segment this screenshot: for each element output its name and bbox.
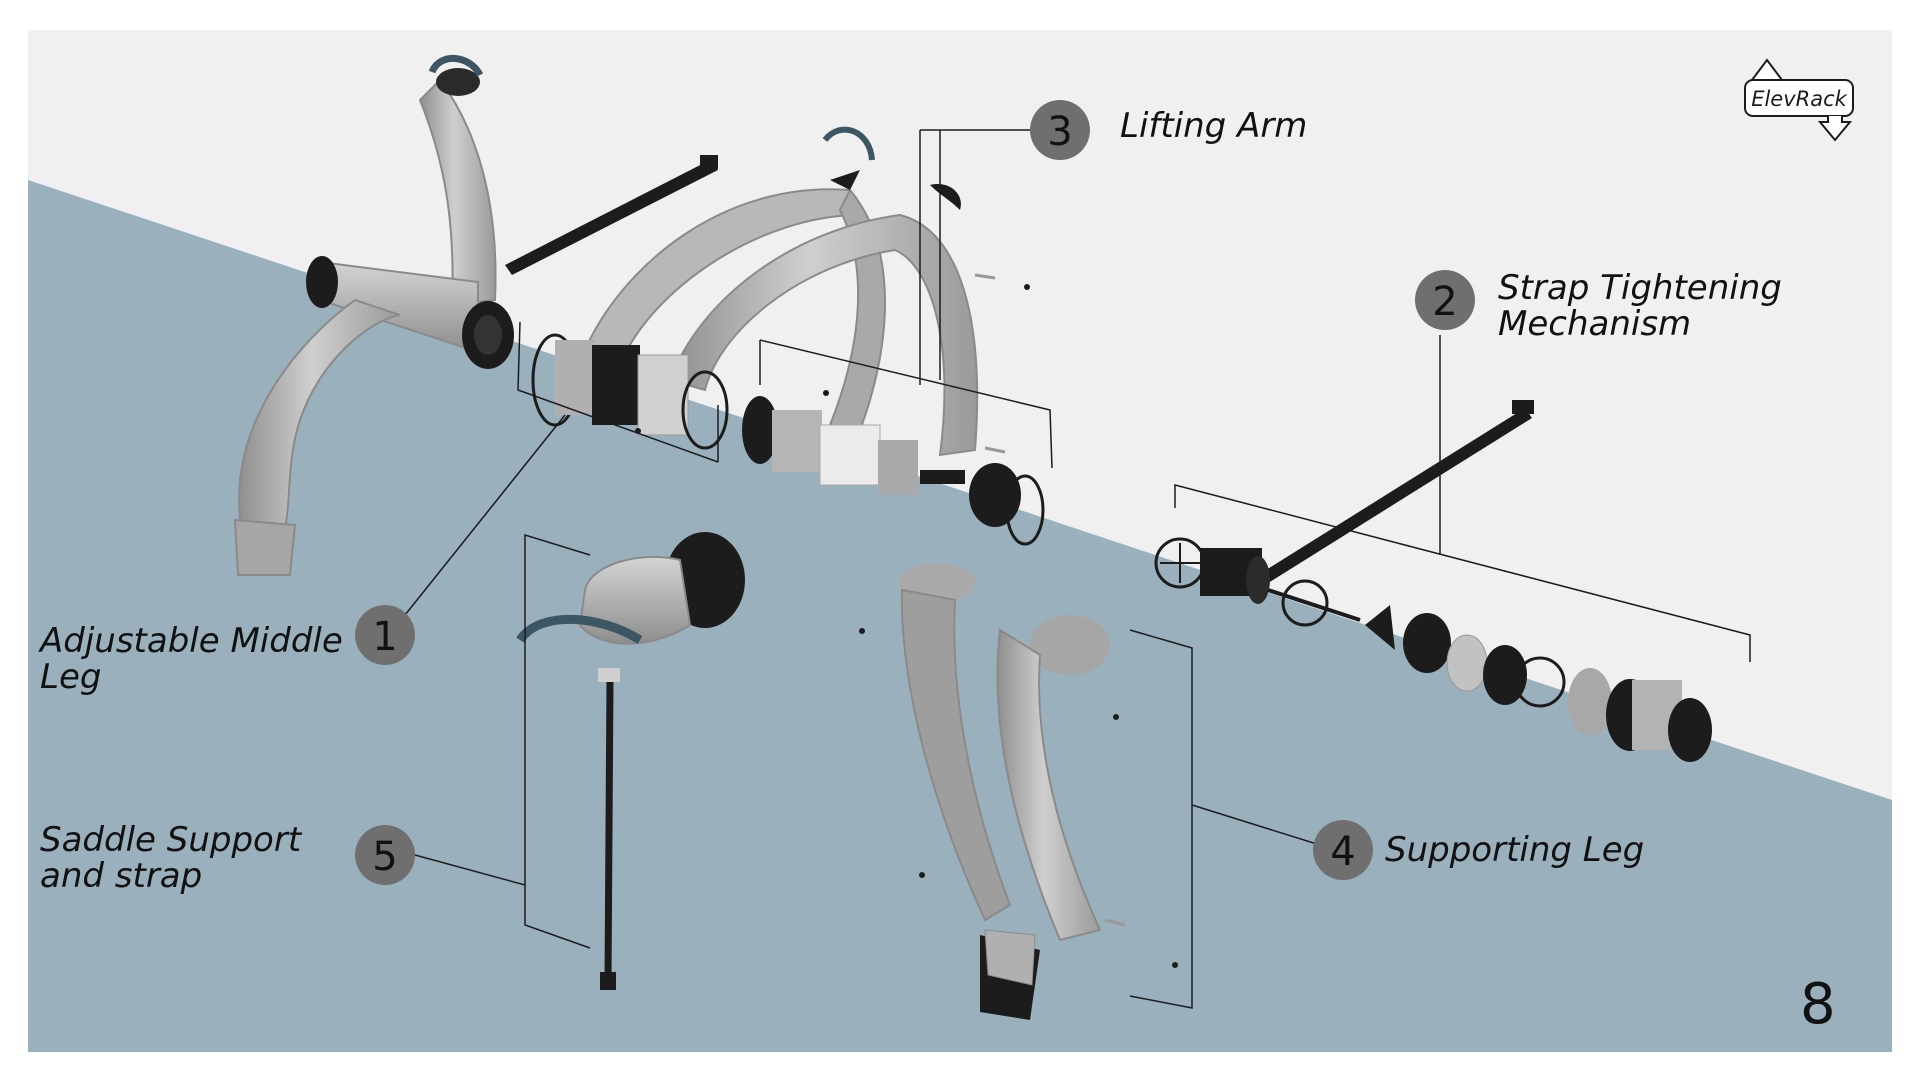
page-number: 8 [1800,972,1836,1037]
callout-number-4: 4 [1330,829,1355,875]
callout-label-5-line-1: Saddle Support [40,820,302,860]
callout-marker-3: 3 [1030,100,1090,160]
callout-number-5: 5 [372,834,397,880]
elevrack-logo: ElevRack [1744,58,1854,142]
callout-label-5: Saddle Support and strap [40,822,301,894]
part-saddle-support [516,532,745,990]
callout-label-1-line-2: Leg [40,657,102,697]
callout-label-5-line-2: and strap [40,856,203,896]
callout-number-3: 3 [1047,109,1072,155]
callout-number-2: 2 [1432,279,1457,325]
callout-marker-1: 1 [355,605,415,665]
logo-text: ElevRack [1751,87,1847,111]
part-strap-bar-upper [505,155,718,275]
callout-label-3: Lifting Arm [1120,108,1307,144]
part-strap-tightening-mechanism [1154,400,1712,762]
callout-label-1: Adjustable Middle Leg [40,623,343,695]
callout-label-3-line-1: Lifting Arm [1120,106,1308,146]
callout-label-1-line-1: Adjustable Middle [40,621,343,661]
part-lifting-arm [531,126,1045,546]
callout-marker-2: 2 [1415,270,1475,330]
callout-label-4: Supporting Leg [1385,832,1644,868]
part-supporting-leg [859,563,1178,1020]
leader-lines [404,129,1751,1009]
callout-label-4-line-1: Supporting Leg [1385,830,1645,870]
callout-marker-4: 4 [1313,820,1373,880]
callout-number-1: 1 [372,614,397,660]
part-adjustable-middle-leg [233,54,514,576]
callout-label-2-line-2: Mechanism [1498,304,1692,344]
background-blue-panel [28,180,1892,1052]
callout-marker-5: 5 [355,825,415,885]
callout-label-2-line-1: Strap Tightening [1498,268,1782,308]
callout-label-2: Strap Tightening Mechanism [1498,270,1782,342]
